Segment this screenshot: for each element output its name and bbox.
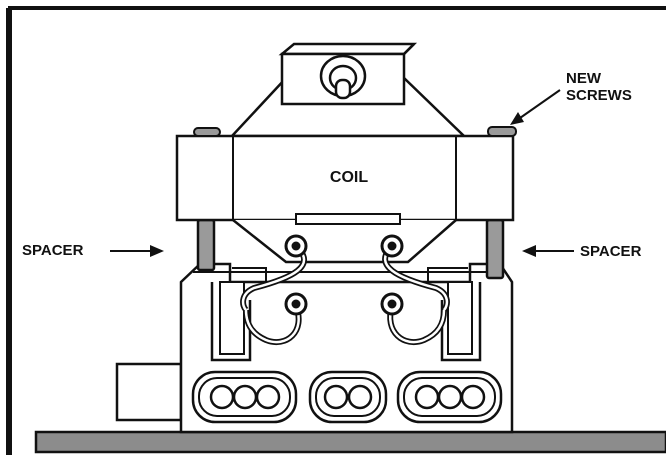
spacer-left-arrowhead (150, 245, 164, 257)
coil-label: COIL (330, 169, 368, 186)
new-screws-label-line1: NEW (566, 70, 602, 87)
new-screws-arrow-line (519, 89, 561, 119)
new-screws-arrowhead (510, 112, 524, 125)
screw-left-part (193, 127, 221, 137)
new-screws-label-line2: SCREWS (566, 87, 632, 104)
spacer-left-part (196, 218, 216, 272)
screw-right-part (487, 126, 517, 137)
side-box (115, 362, 183, 422)
port-group-left (191, 370, 298, 424)
spacer-right-part (485, 218, 505, 280)
spacer-left-label: SPACER (22, 242, 84, 259)
port-group-right (396, 370, 503, 424)
spacer-right-label: SPACER (580, 243, 642, 260)
base-plate (34, 430, 666, 454)
spacer-right-arrowhead (522, 245, 536, 257)
coil-housing (175, 42, 515, 264)
wiring (240, 234, 450, 345)
port-group-center (308, 370, 388, 424)
